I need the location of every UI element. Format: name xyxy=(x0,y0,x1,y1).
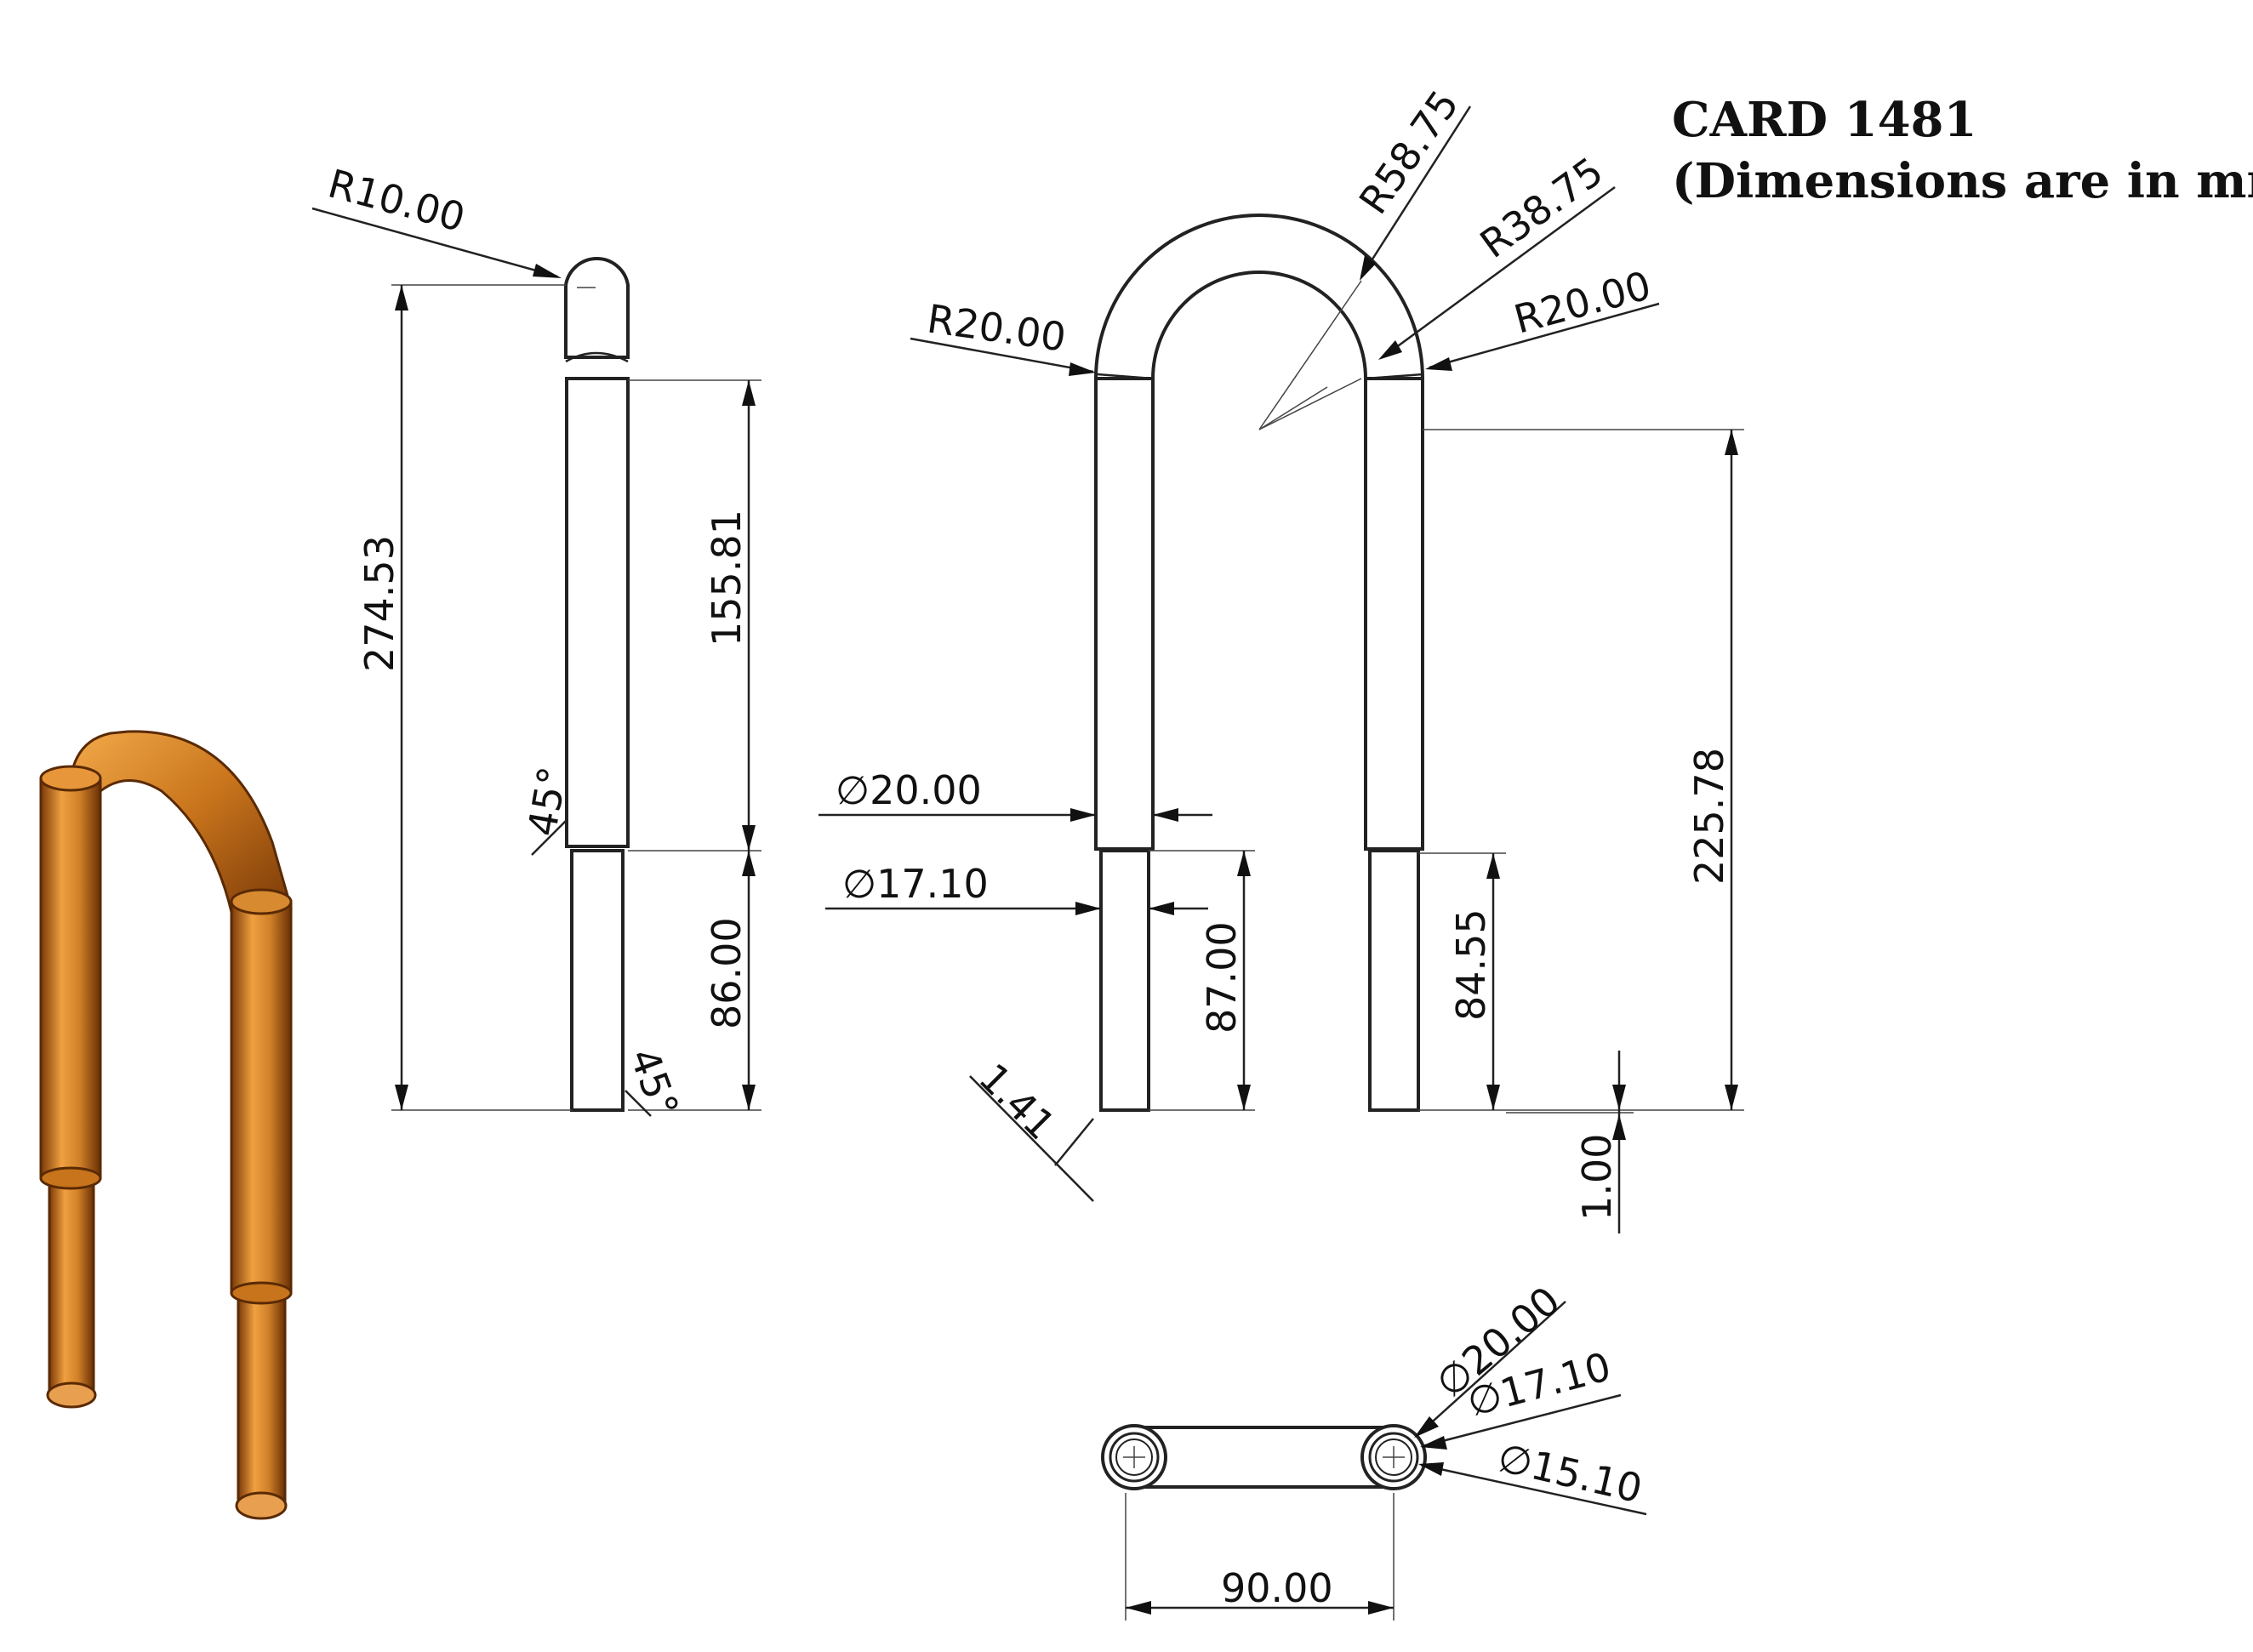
front-chamfer-label: 1.41 xyxy=(970,1055,1064,1149)
front-offset-label: 1.00 xyxy=(1574,1134,1620,1221)
side-radius-tip-label: R10.00 xyxy=(323,160,470,241)
side-upper-length-label: 155.81 xyxy=(704,510,750,647)
front-overall-height-label: 225.78 xyxy=(1686,748,1732,885)
front-radius-left-joint-label: R20.00 xyxy=(924,295,1069,360)
copper-tube-3d-view xyxy=(39,730,293,1520)
card-title: CARD 1481 xyxy=(1672,92,1976,148)
side-chamfer-lower-label: 45° xyxy=(621,1042,688,1123)
front-left-lower-length-label: 87.00 xyxy=(1199,921,1245,1034)
front-right-lower-length-label: 84.55 xyxy=(1448,909,1494,1021)
front-outer-diameter-label: ∅20.00 xyxy=(836,767,982,813)
front-inner-diameter-label: ∅17.10 xyxy=(842,861,989,907)
top-view: ∅20.00 ∅17.10 ∅15.10 90.00 xyxy=(1101,1278,1647,1621)
front-radius-inner-label: R38.75 xyxy=(1472,148,1611,267)
units-note: (Dimensions are in mm) xyxy=(1672,153,2253,209)
top-diameter-inner-label: ∅15.10 xyxy=(1494,1434,1647,1512)
side-view: R10.00 274.53 155.81 86.00 45° 45° xyxy=(311,160,761,1123)
side-total-length-label: 274.53 xyxy=(356,535,402,672)
top-center-spacing-label: 90.00 xyxy=(1221,1565,1333,1611)
front-radius-right-joint-label: R20.00 xyxy=(1509,262,1656,343)
side-lower-length-label: 86.00 xyxy=(704,917,750,1029)
front-view: R58.75 R38.75 R20.00 R20.00 ∅20.00 ∅17.1… xyxy=(818,82,1744,1233)
title-block: CARD 1481 (Dimensions are in mm) xyxy=(1672,92,2253,209)
